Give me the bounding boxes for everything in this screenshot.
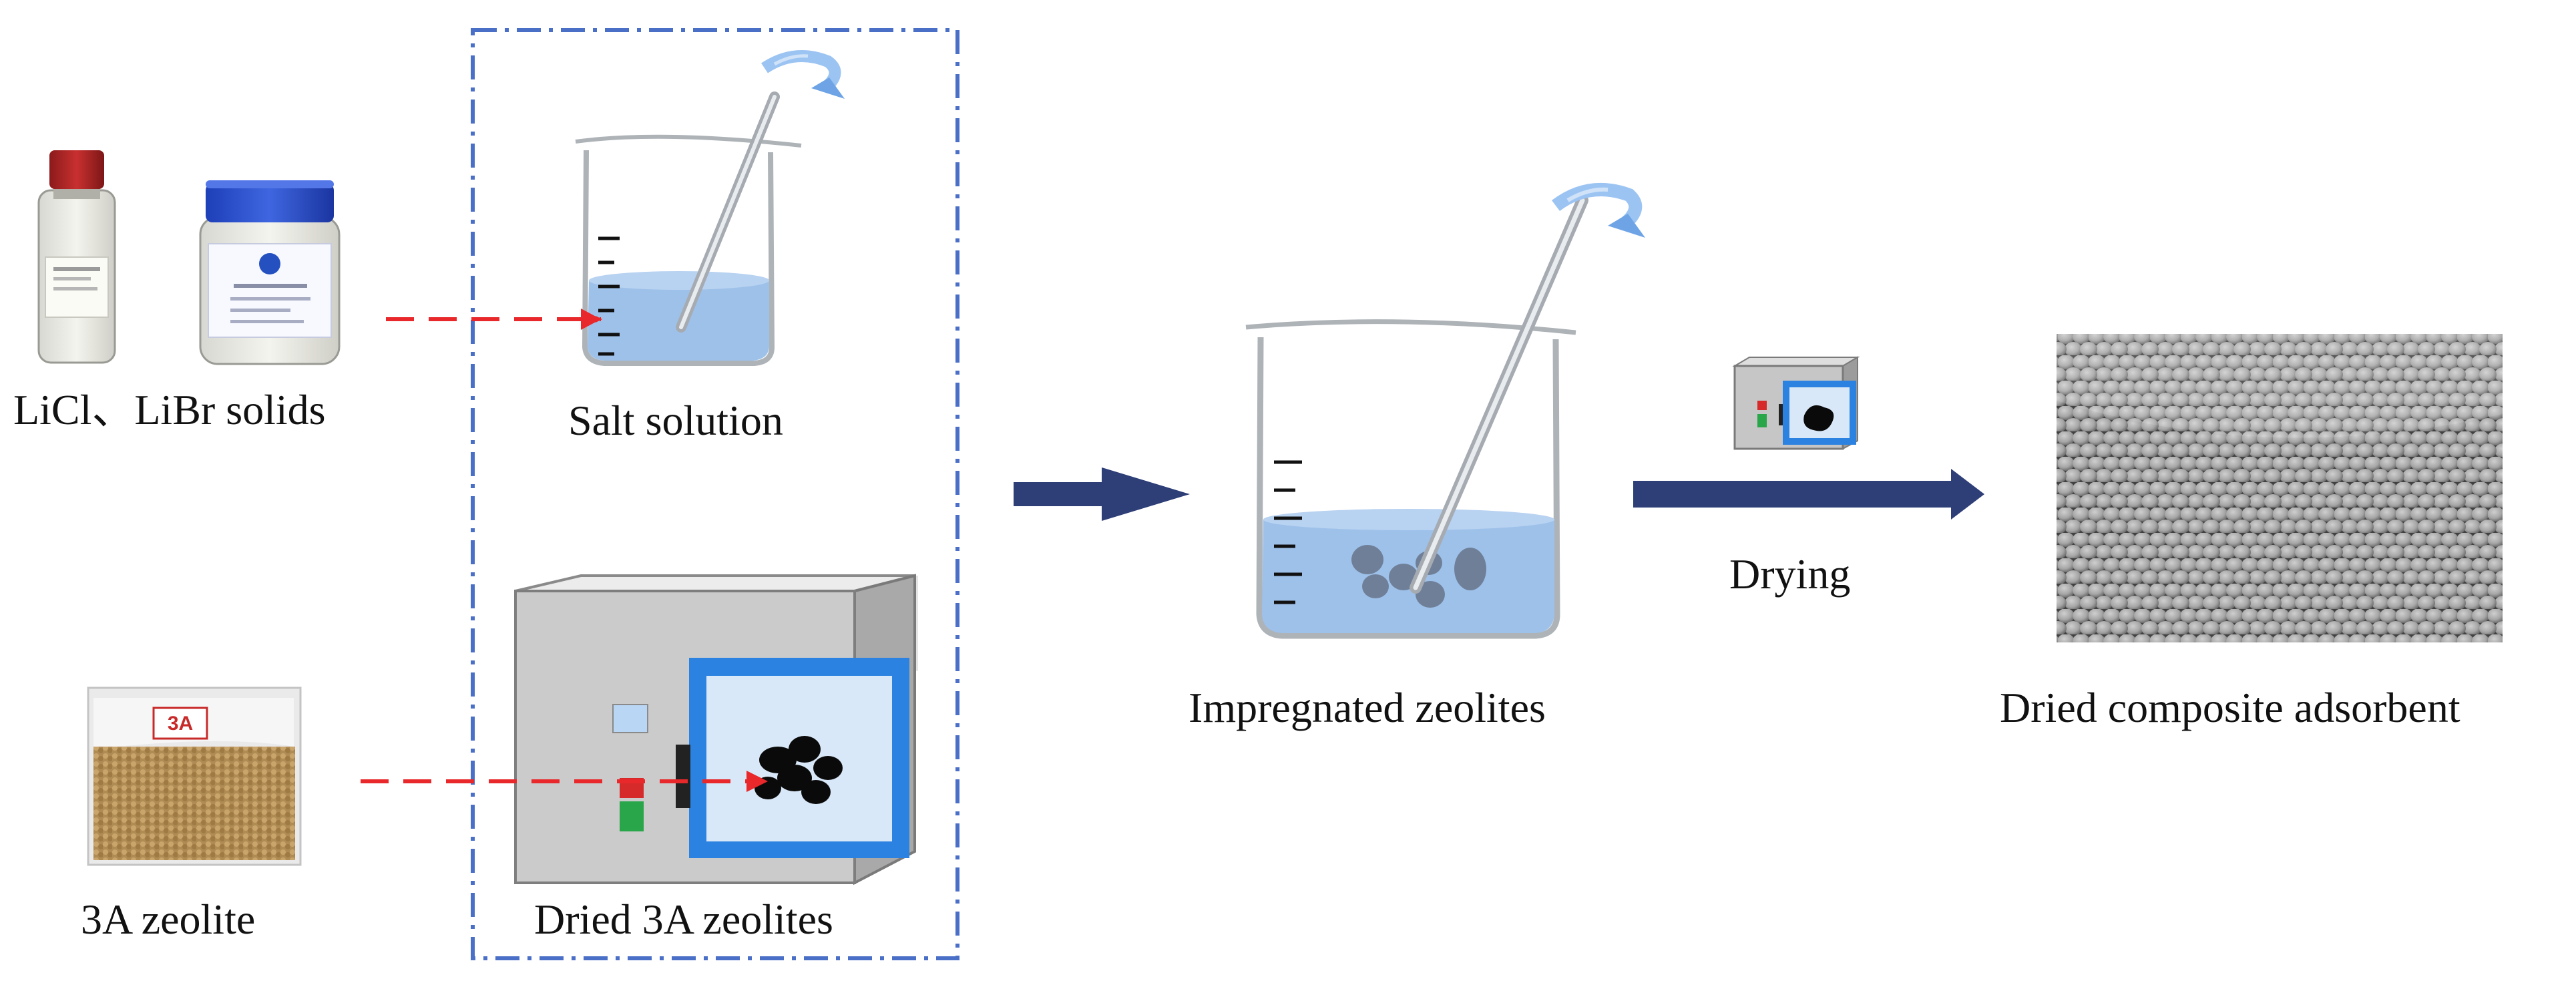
- drying-oven: [514, 574, 918, 886]
- composite-adsorbent-photo: [2057, 334, 2503, 642]
- stirring-arrow-icon: [1551, 183, 1645, 238]
- zeolite-bag: 3A: [87, 686, 302, 866]
- libr-bottle: [199, 180, 341, 365]
- licl-bottle: [37, 150, 116, 364]
- salt-solution-beaker: [575, 50, 845, 366]
- impregnated-zeolites-label: Impregnated zeolites: [1189, 684, 1546, 731]
- bag-tag: [152, 707, 208, 740]
- dried-zeolites-label: Dried 3A zeolites: [534, 896, 833, 943]
- stirring-arrow-icon: [761, 50, 845, 99]
- salt-solution-label: Salt solution: [568, 397, 783, 444]
- zeolite-pellets-in-oven: [755, 736, 843, 804]
- process-arrow-1: [1014, 467, 1190, 521]
- bag-tag-label: 3A: [168, 713, 193, 735]
- zeolite-label: 3A zeolite: [81, 896, 256, 943]
- impregnation-beaker: [1245, 183, 1645, 639]
- salts-label: LiCl、LiBr solids: [13, 386, 326, 433]
- process-arrow-2: [1633, 469, 1984, 520]
- final-product-label: Dried composite adsorbent: [2000, 684, 2460, 731]
- preparation-group-box: [471, 28, 959, 960]
- drying-label: Drying: [1729, 550, 1851, 598]
- small-drying-oven: [1732, 356, 1860, 450]
- oven-handle: [676, 745, 690, 808]
